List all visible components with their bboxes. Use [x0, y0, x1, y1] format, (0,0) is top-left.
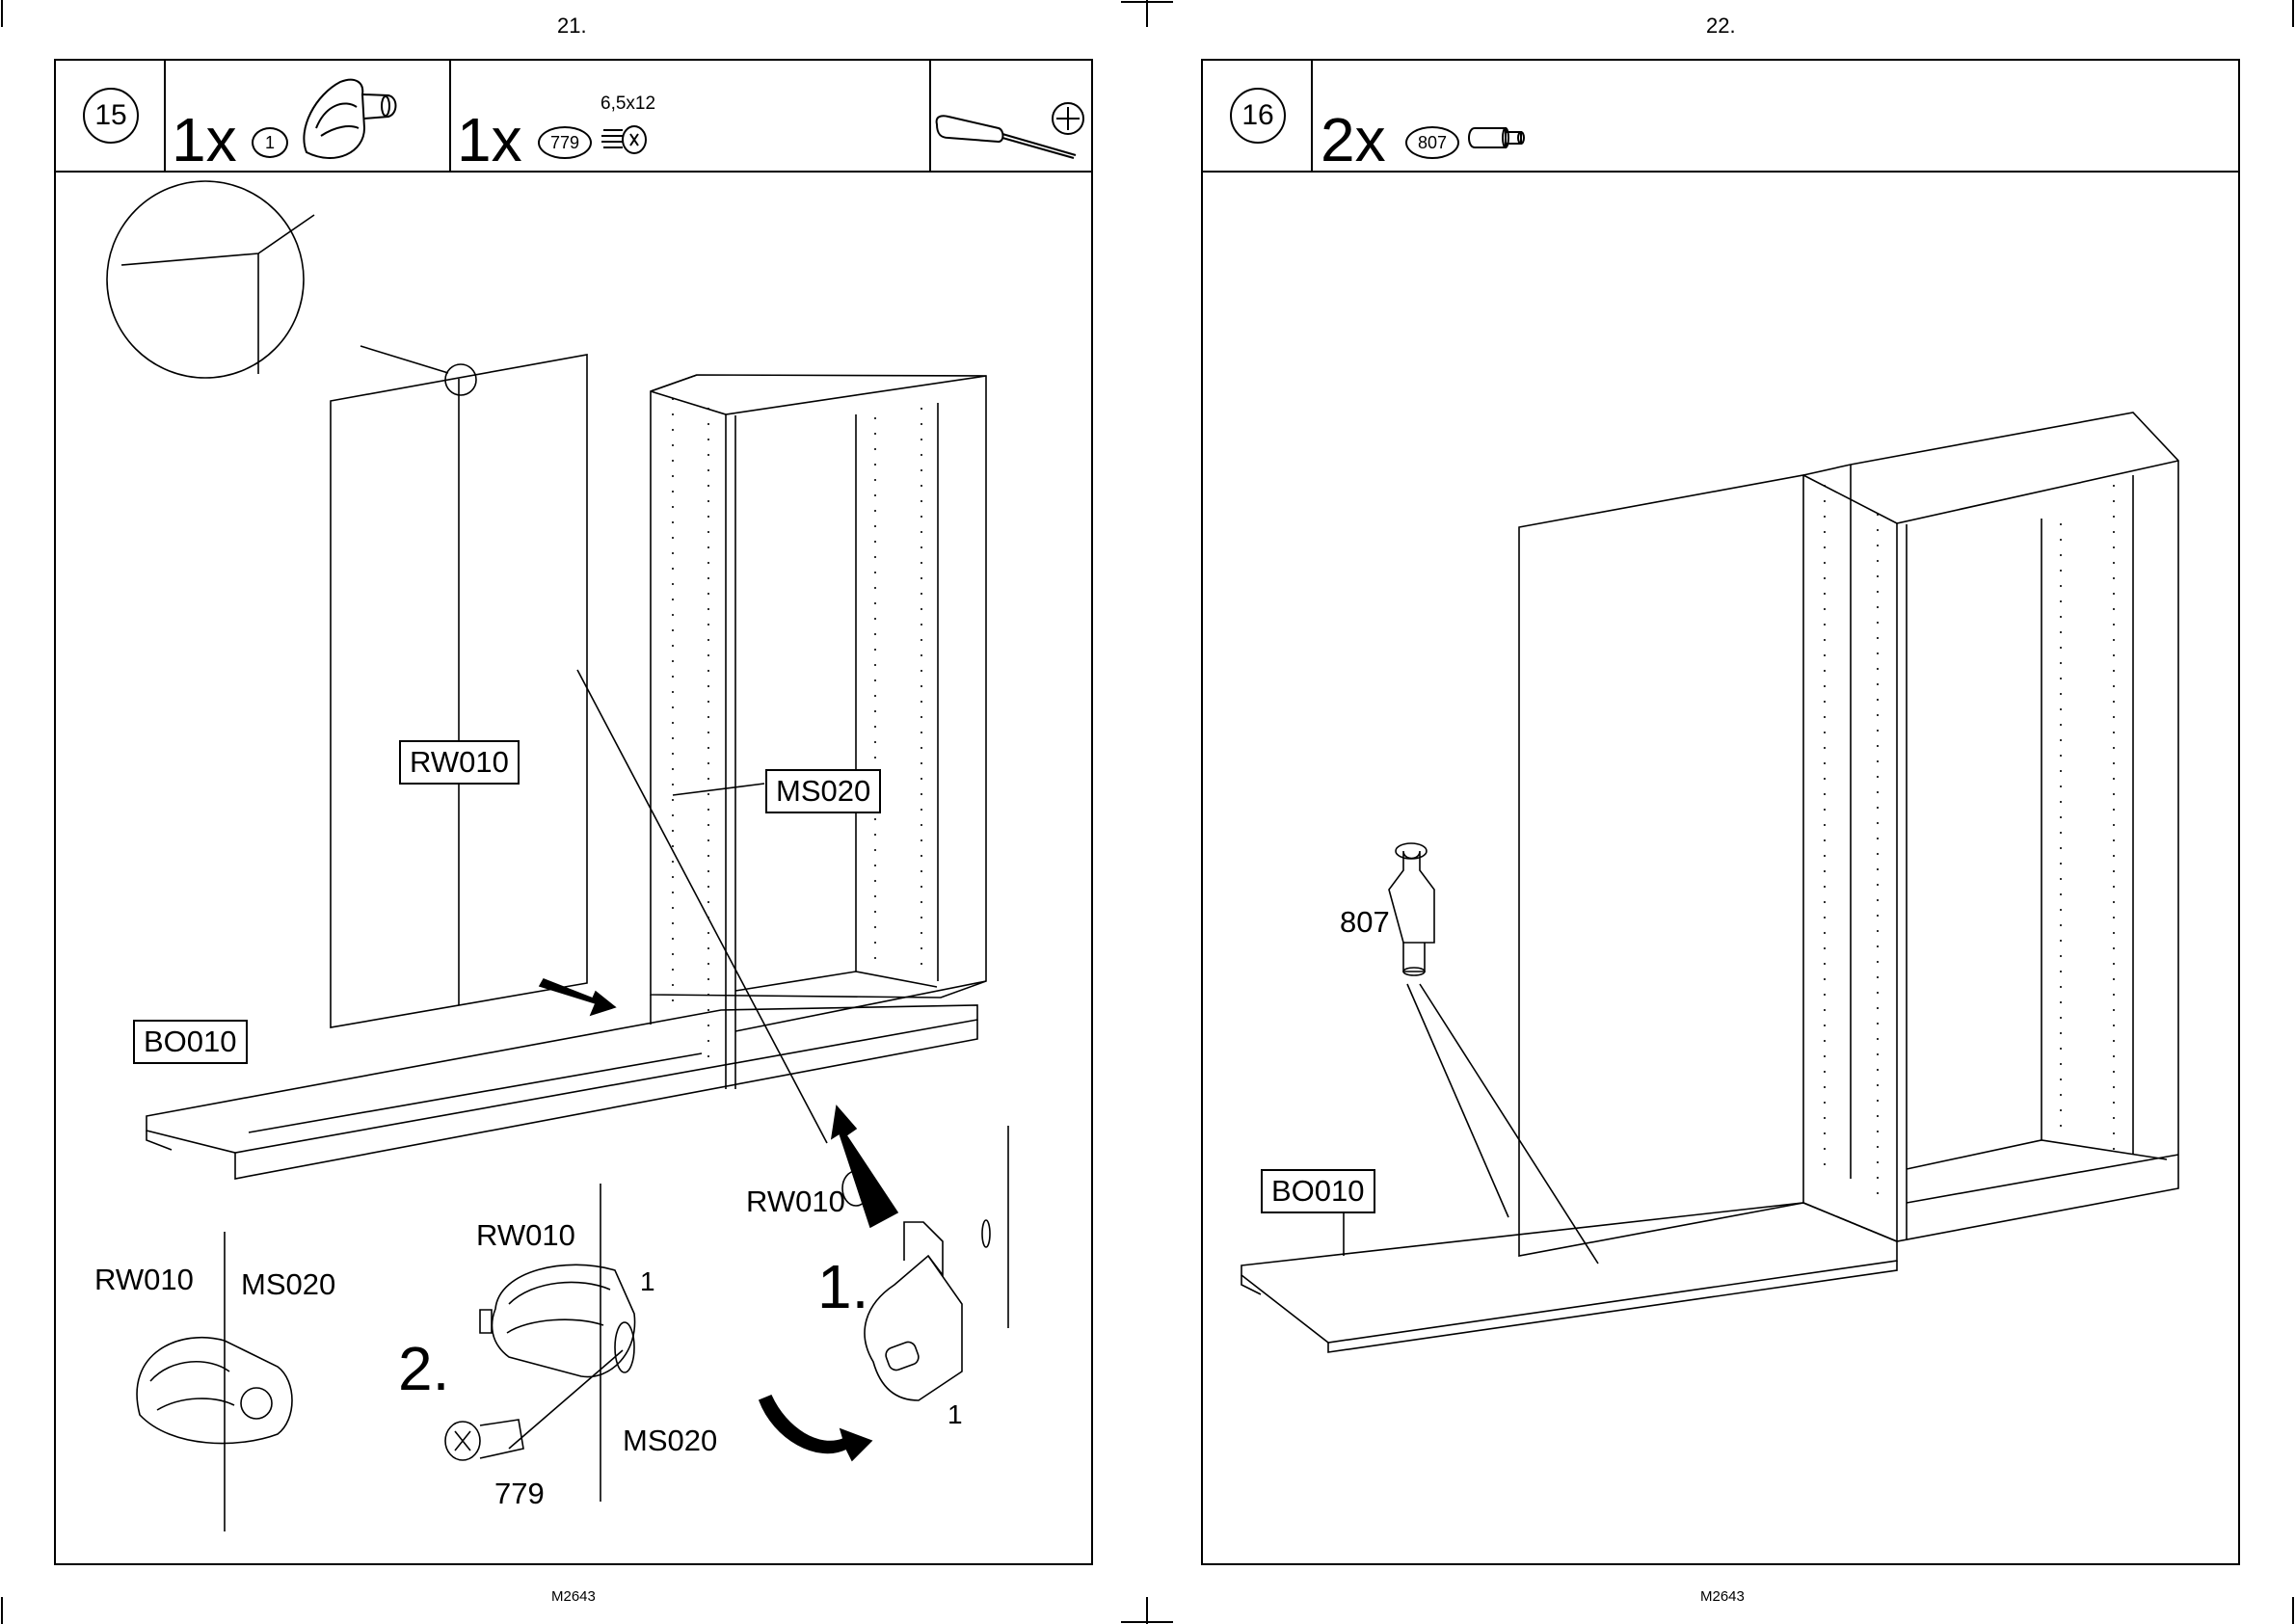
label-detail-ms020-b: MS020 — [623, 1424, 717, 1457]
label-detail-rw010-b: RW010 — [476, 1219, 575, 1252]
step-16-illustration — [1203, 61, 2242, 1567]
substep-1: 1. — [817, 1256, 868, 1318]
label-detail-rw010-a: RW010 — [94, 1264, 194, 1296]
label-bo010-base-right: BO010 — [1261, 1169, 1375, 1213]
label-detail-ms020-a: MS020 — [241, 1268, 335, 1301]
label-detail-rw010-c: RW010 — [746, 1185, 845, 1218]
footer-code-left: M2643 — [551, 1588, 596, 1605]
page-number-right: 22. — [1706, 13, 1736, 39]
page-number-left: 21. — [557, 13, 587, 39]
label-detail-779: 779 — [494, 1478, 545, 1510]
substep-2: 2. — [398, 1338, 449, 1399]
step-16-panel: 16 2x 807 — [1201, 59, 2240, 1565]
step-15-panel: 15 1x 1 1x 779 6,5x12 — [54, 59, 1093, 1565]
label-ms020-frame: MS020 — [765, 769, 881, 813]
footer-code-right: M2643 — [1700, 1588, 1745, 1605]
step-15-illustration — [56, 61, 1095, 1567]
zoom-detail-circle — [107, 181, 304, 378]
label-rw010-panel: RW010 — [399, 740, 520, 785]
label-detail-part-1-c: 1 — [947, 1398, 963, 1431]
label-detail-part-1-b: 1 — [640, 1265, 655, 1298]
label-part-807: 807 — [1340, 906, 1390, 939]
label-bo010-base: BO010 — [133, 1020, 248, 1064]
